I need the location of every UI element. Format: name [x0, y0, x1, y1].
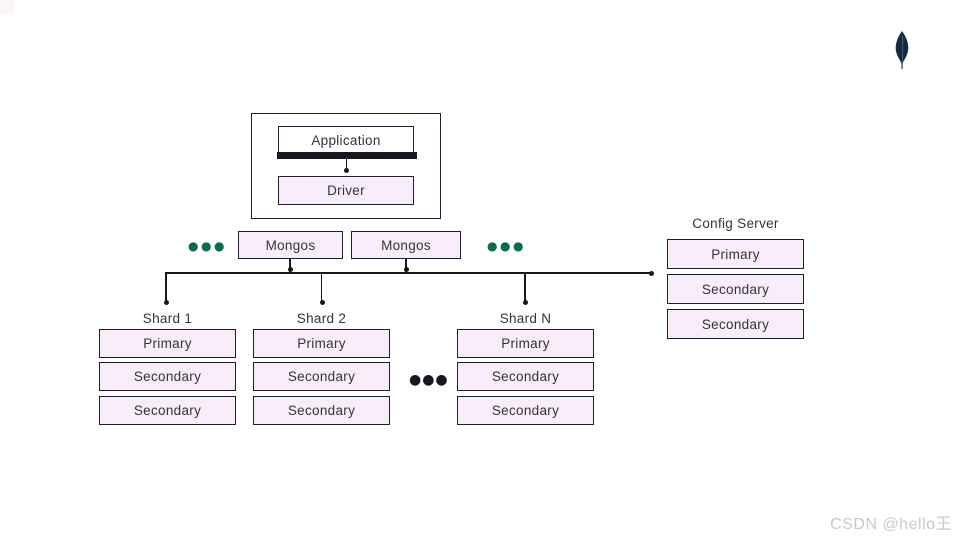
shard-n-arrow-dot [523, 300, 528, 305]
config-secondary-box-2: Secondary [667, 309, 804, 339]
shard-2-primary-label: Primary [297, 336, 346, 351]
shard-n-drop-line [524, 272, 526, 302]
mongos-1-label: Mongos [265, 237, 316, 253]
config-secondary-box-1: Secondary [667, 274, 804, 304]
bus-horizontal-line [166, 272, 652, 274]
application-box: Application [278, 126, 414, 154]
app-driver-connector-line [345, 159, 347, 168]
mongodb-leaf-icon [895, 31, 909, 69]
app-driver-arrow-dot [344, 167, 349, 173]
mongos-right-ellipsis-icon: ●●● [487, 238, 526, 253]
mongos-1-connector-line [289, 259, 291, 273]
mongos-2-connector-line [405, 259, 407, 273]
shard-2-drop-line [320, 272, 322, 302]
shard-1-drop-line [165, 272, 167, 302]
shard-n-label: Shard N [499, 311, 552, 326]
bus-config-arrow-dot [649, 270, 654, 276]
driver-box: Driver [278, 176, 414, 205]
shard-n-secondary-1-label: Secondary [491, 369, 560, 384]
driver-label: Driver [327, 183, 365, 198]
corner-artifact [0, 0, 15, 15]
shard-n-secondary-2-label: Secondary [491, 403, 560, 418]
mongos-1-connector-dot [287, 266, 293, 272]
watermark: CSDN @hello王 [830, 516, 952, 533]
shard-2-secondary-box-1: Secondary [253, 362, 390, 391]
config-secondary-2-label: Secondary [701, 316, 770, 332]
shard-2-primary-box: Primary [253, 329, 390, 358]
shard-n-secondary-box-1: Secondary [457, 362, 594, 391]
mongos-2-connector-dot [403, 266, 409, 272]
mongos-2-label: Mongos [381, 237, 431, 253]
shard-2-secondary-2-label: Secondary [287, 403, 356, 418]
shard-2-label: Shard 2 [296, 311, 347, 326]
shard-1-arrow-dot [164, 300, 169, 305]
config-primary-box: Primary [667, 239, 804, 269]
shard-1-secondary-1-label: Secondary [133, 369, 202, 384]
shard-1-secondary-box-1: Secondary [99, 362, 236, 391]
shard-n-primary-label: Primary [501, 336, 550, 351]
mongos-box-1: Mongos [238, 231, 343, 259]
shard-n-secondary-box-2: Secondary [457, 396, 594, 425]
shard-2-secondary-box-2: Secondary [253, 396, 390, 425]
shard-1-secondary-2-label: Secondary [133, 403, 202, 418]
mongos-box-2: Mongos [351, 231, 461, 259]
shard-ellipsis-icon: ●●● [409, 371, 449, 388]
config-server-label: Config Server [692, 216, 779, 231]
application-underline [277, 152, 417, 159]
shard-2-arrow-dot [319, 300, 325, 305]
mongos-left-ellipsis-icon: ●●● [188, 238, 227, 253]
shard-2-secondary-1-label: Secondary [287, 369, 356, 384]
shard-1-label: Shard 1 [142, 311, 193, 326]
config-primary-label: Primary [711, 246, 760, 262]
config-secondary-1-label: Secondary [701, 281, 770, 297]
application-label: Application [311, 132, 381, 148]
shard-1-primary-label: Primary [143, 336, 192, 351]
shard-1-primary-box: Primary [99, 329, 236, 358]
shard-1-secondary-box-2: Secondary [99, 396, 236, 425]
shard-n-primary-box: Primary [457, 329, 594, 358]
